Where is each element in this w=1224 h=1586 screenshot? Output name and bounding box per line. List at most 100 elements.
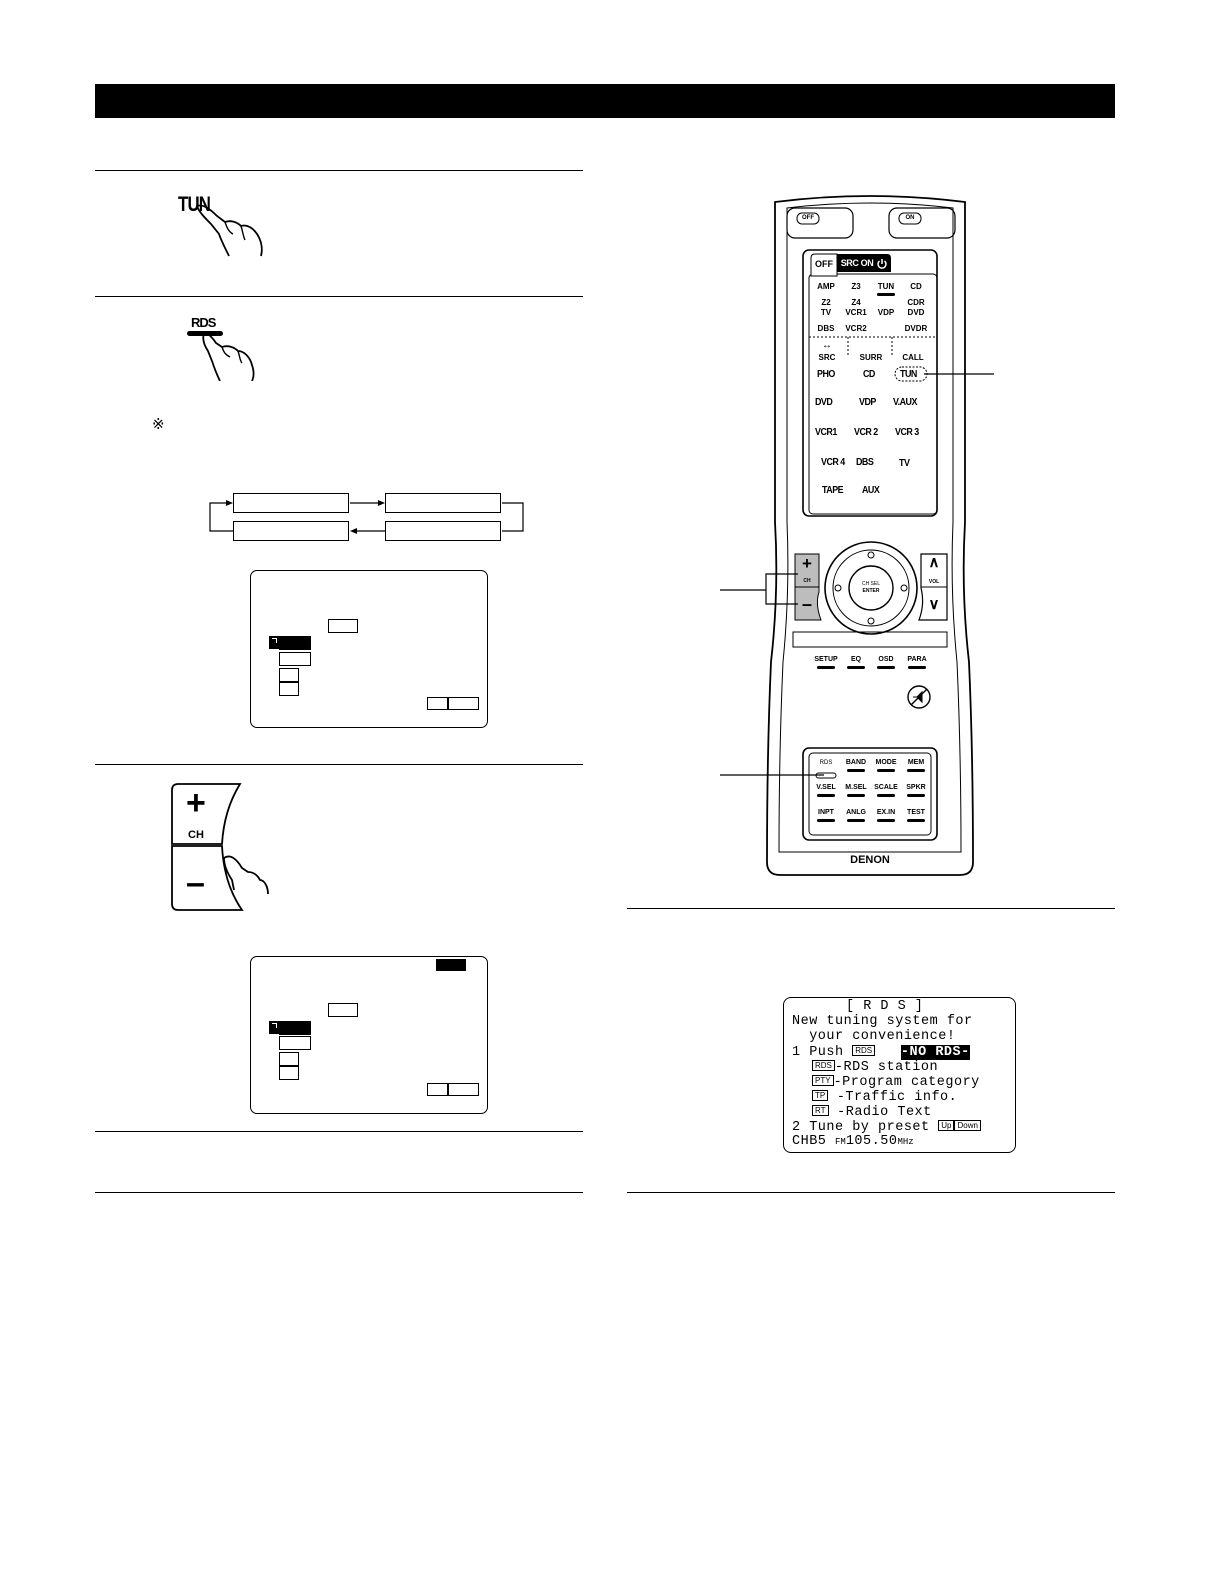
remote-key-dbs[interactable]: DBS — [817, 324, 835, 333]
remote-key-rds[interactable]: RDS — [819, 760, 833, 766]
key-indicator — [877, 666, 895, 669]
remote-key-z2[interactable]: Z2 — [821, 298, 831, 307]
remote-key-spkr[interactable]: SPKR — [906, 784, 926, 791]
pointing-hand-icon — [202, 332, 255, 381]
key-indicator — [847, 819, 865, 822]
remote-src-tun[interactable]: TUN — [900, 368, 917, 380]
key-indicator — [847, 666, 865, 669]
remote-src-vcr2[interactable]: VCR 2 — [854, 426, 878, 438]
key-indicator — [877, 293, 895, 296]
osd-cell — [279, 1036, 311, 1050]
remote-key-exin[interactable]: EX.IN — [876, 809, 896, 816]
remote-key-osd[interactable]: OSD — [878, 656, 894, 663]
remote-src-vcr1[interactable]: VCR1 — [815, 426, 837, 438]
swap-arrows-icon: ↔ — [822, 340, 832, 351]
osd-cell — [279, 1052, 299, 1066]
remote-key-amp[interactable]: AMP — [817, 282, 835, 291]
rds-push-line: 1 Push RDS -NO RDS- — [792, 1045, 970, 1061]
divider — [95, 1192, 583, 1193]
remote-src-pho[interactable]: PHO — [817, 368, 835, 380]
divider — [95, 170, 583, 171]
remote-key-z4[interactable]: Z4 — [851, 298, 861, 307]
osd-cell — [279, 682, 299, 696]
remote-enter-button[interactable]: ENTER — [862, 588, 880, 594]
remote-src-cd[interactable]: CD — [863, 368, 875, 380]
remote-key-para[interactable]: PARA — [907, 656, 927, 663]
remote-body — [766, 195, 974, 876]
remote-ch-minus[interactable]: – — [801, 594, 812, 614]
rds-unit: MHz — [897, 1137, 914, 1147]
remote-key-cd[interactable]: CD — [910, 282, 922, 291]
remote-ch-plus[interactable]: + — [802, 554, 812, 573]
ch-plus-label: + — [186, 784, 206, 822]
remote-src-dbs[interactable]: DBS — [856, 456, 874, 468]
remote-key-vsel[interactable]: V.SEL — [816, 784, 836, 791]
remote-src-vdp[interactable]: VDP — [859, 396, 876, 408]
remote-key-cdr[interactable]: CDR — [907, 298, 925, 307]
flow-box — [385, 493, 501, 513]
remote-vol-up[interactable]: ∧ — [928, 554, 940, 571]
remote-src-vaux[interactable]: V.AUX — [893, 396, 917, 408]
remote-key-scale[interactable]: SCALE — [874, 784, 898, 791]
remote-on-button[interactable]: ON — [905, 215, 915, 221]
key-indicator — [817, 794, 835, 797]
remote-enter-label1[interactable]: CH SEL — [861, 581, 881, 587]
power-icon — [877, 259, 887, 269]
rds-screen: [ R D S ] New tuning system for your con… — [783, 997, 1016, 1153]
remote-key-inpt[interactable]: INPT — [818, 809, 834, 816]
remote-key-eq[interactable]: EQ — [850, 656, 862, 663]
rds-option: PTY-Program category — [812, 1075, 980, 1091]
flow-box — [385, 521, 501, 541]
key-indicator — [877, 769, 895, 772]
remote-off-button[interactable]: OFF — [802, 215, 814, 221]
remote-key-setup[interactable]: SETUP — [814, 656, 838, 663]
remote-key-surr[interactable]: SURR — [859, 353, 883, 362]
remote-src-vcr4[interactable]: VCR 4 — [821, 456, 845, 468]
rds-line: New tuning system for — [792, 1014, 973, 1029]
remote-key-band[interactable]: BAND — [845, 759, 867, 766]
remote-vol-down[interactable]: ∨ — [928, 596, 940, 613]
remote-key-tv[interactable]: TV — [820, 308, 832, 317]
osd-cell — [279, 652, 311, 666]
rds-key-box: RDS — [852, 1045, 876, 1056]
remote-src-tv[interactable]: TV — [899, 457, 910, 469]
divider — [95, 1131, 583, 1132]
remote-key-dvd[interactable]: DVD — [907, 308, 925, 317]
remote-key-vcr1[interactable]: VCR1 — [845, 308, 867, 317]
remote-key-dvdr[interactable]: DVDR — [904, 324, 928, 333]
remote-vol-label: VOL — [928, 579, 940, 585]
pointing-hand-icon — [196, 204, 263, 257]
remote-key-vdp[interactable]: VDP — [877, 308, 895, 317]
ch-label: CH — [188, 829, 204, 841]
remote-key-z3[interactable]: Z3 — [851, 282, 861, 291]
key-indicator — [877, 794, 895, 797]
remote-src-aux[interactable]: AUX — [862, 484, 880, 496]
tun-key-label: TUN — [178, 193, 211, 216]
osd-cell-selected — [279, 1021, 311, 1035]
osd-panel — [250, 570, 488, 728]
remote-key-anlg[interactable]: ANLG — [846, 809, 866, 816]
remote-key-mem[interactable]: MEM — [907, 759, 925, 766]
remote-key-test[interactable]: TEST — [907, 809, 925, 816]
osd-cell — [427, 1083, 448, 1096]
remote-key-msel[interactable]: M.SEL — [845, 784, 867, 791]
tab-off[interactable]: OFF — [815, 259, 833, 269]
osd-cell — [448, 697, 479, 710]
rds-band: FM — [835, 1137, 846, 1147]
rds-channel: CHB5 — [792, 1134, 836, 1149]
rt-key-box: RT — [812, 1105, 829, 1116]
tab-src-on[interactable]: SRC ON — [840, 258, 874, 268]
remote-src-tape[interactable]: TAPE — [822, 484, 844, 496]
remote-src-dvd[interactable]: DVD — [815, 396, 833, 408]
remote-key-mode[interactable]: MODE — [875, 759, 897, 766]
rds-key-label: RDS — [191, 315, 216, 330]
key-indicator — [817, 666, 835, 669]
remote-key-call[interactable]: CALL — [902, 353, 924, 362]
pointer-icon — [269, 1021, 279, 1034]
remote-key-src[interactable]: SRC — [818, 353, 836, 362]
rds-freq-line: CHB5 FM105.50MHz — [792, 1134, 914, 1150]
remote-src-vcr3[interactable]: VCR 3 — [895, 426, 919, 438]
remote-key-tun[interactable]: TUN — [877, 282, 895, 291]
rds-option: TP -Traffic info. — [812, 1090, 957, 1106]
remote-key-vcr2[interactable]: VCR2 — [845, 324, 867, 333]
